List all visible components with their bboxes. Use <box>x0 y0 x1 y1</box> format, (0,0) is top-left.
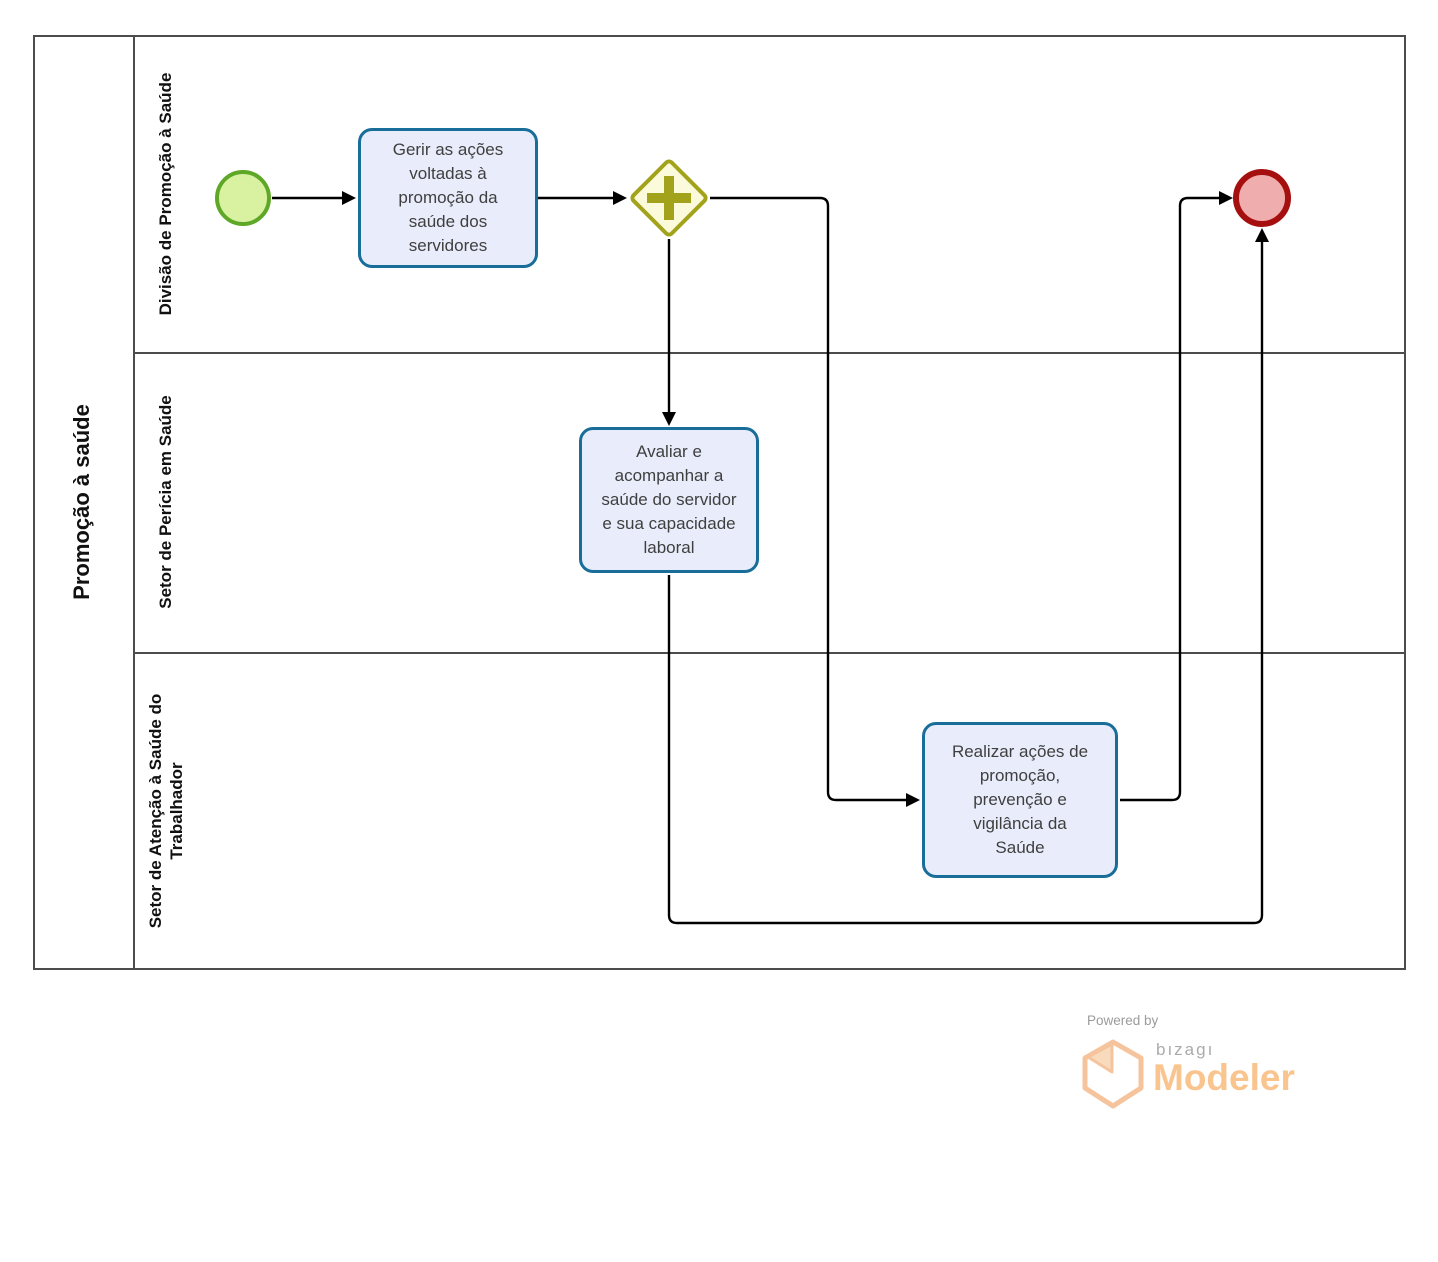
lane-divider <box>135 652 1404 654</box>
parallel-gateway[interactable] <box>627 156 711 240</box>
bizagi-modeler-logo[interactable]: bızagı Modeler <box>1082 1036 1412 1116</box>
flow-gateway-to-task-realizar <box>710 196 920 807</box>
lane-divider <box>135 352 1404 354</box>
modeler-wordmark: Modeler <box>1153 1057 1295 1098</box>
flow-gateway-to-task-avaliar <box>662 239 676 426</box>
end-event[interactable] <box>1233 169 1291 227</box>
bizagi-wordmark: bızagı <box>1156 1040 1215 1059</box>
flow-start-to-task-gerir <box>272 191 356 205</box>
flow-task-avaliar-to-end <box>667 228 1269 925</box>
task-realizar-acoes[interactable]: Realizar ações de promoção, prevenção e … <box>922 722 1118 878</box>
pool-header-band <box>35 37 135 968</box>
flow-task-gerir-to-gateway <box>538 191 627 205</box>
plus-icon <box>664 176 674 220</box>
flow-task-realizar-to-end <box>1120 191 1233 802</box>
task-gerir-acoes[interactable]: Gerir as ações voltadas à promoção da sa… <box>358 128 538 268</box>
bizagi-box-icon <box>1082 1039 1144 1109</box>
powered-by-label: Powered by <box>1087 1013 1159 1028</box>
start-event[interactable] <box>215 170 271 226</box>
task-avaliar-acompanhar[interactable]: Avaliar e acompanhar a saúde do servidor… <box>579 427 759 573</box>
